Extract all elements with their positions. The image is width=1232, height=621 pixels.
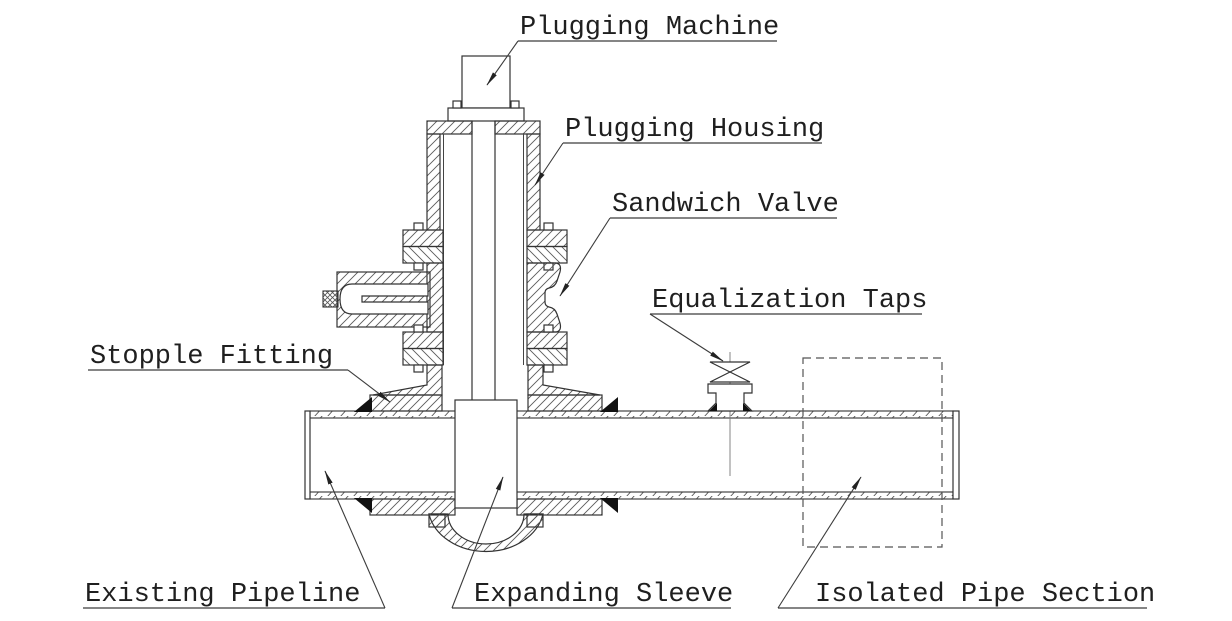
label-equalization-taps: Equalization Taps [652,286,927,316]
leader-plugging-machine [486,40,519,86]
leader-existing-pipeline [324,470,386,609]
actuator-screw-slot [339,283,429,315]
flange-bolt [543,222,554,231]
flange-bolt [543,364,554,373]
actuator-end-bolt [322,290,339,308]
label-expanding-sleeve: Expanding Sleeve [474,580,733,610]
leader-sandwich-valve [559,217,611,297]
leader-stopple-fitting [347,369,391,403]
tap-valve-symbol [709,371,751,383]
flange-bolt [413,364,424,373]
leader-lines [324,40,862,609]
flange-bolt [413,324,424,333]
plugging-machine-box [447,55,525,122]
plugging-bar-tube [471,121,496,400]
lower-flange-pair [402,324,568,373]
flange-bolt [510,100,520,109]
equalization-tap-valve [706,352,754,476]
callout-labels: Plugging Machine Plugging Housing Sandwi… [83,13,1155,610]
pipe-right-cap [952,410,960,500]
flange-bolt [413,222,424,231]
label-plugging-housing: Plugging Housing [565,115,824,145]
pipe-left-cap [304,410,311,500]
label-isolated-pipe-section: Isolated Pipe Section [815,580,1155,610]
flange-bolt [452,100,462,109]
tap-fitting [706,383,754,412]
fitting-neck-right [527,364,601,396]
plugging-housing-body [426,120,541,365]
expanding-sleeve-plug [454,399,518,509]
sandwich-valve-body [322,262,562,333]
tap-valve-symbol [709,361,751,373]
flange-bolt [413,262,424,271]
label-plugging-machine: Plugging Machine [520,13,779,43]
leader-expanding-sleeve [451,476,504,609]
isolated-section-outline [802,357,943,548]
leader-plugging-housing [534,142,564,186]
leader-isolated-pipe-section [777,476,862,609]
lower-saddle [428,513,544,553]
flange-bolt [543,324,554,333]
label-existing-pipeline: Existing Pipeline [85,580,360,610]
leader-equalization-taps [649,313,724,362]
existing-pipeline-pipe [304,410,960,500]
machine-base-flange [447,107,525,122]
weld-fillets [354,397,618,513]
label-stopple-fitting: Stopple Fitting [90,342,333,372]
label-sandwich-valve: Sandwich Valve [612,190,839,220]
fitting-neck-left [372,364,443,396]
valve-actuator [322,271,431,328]
